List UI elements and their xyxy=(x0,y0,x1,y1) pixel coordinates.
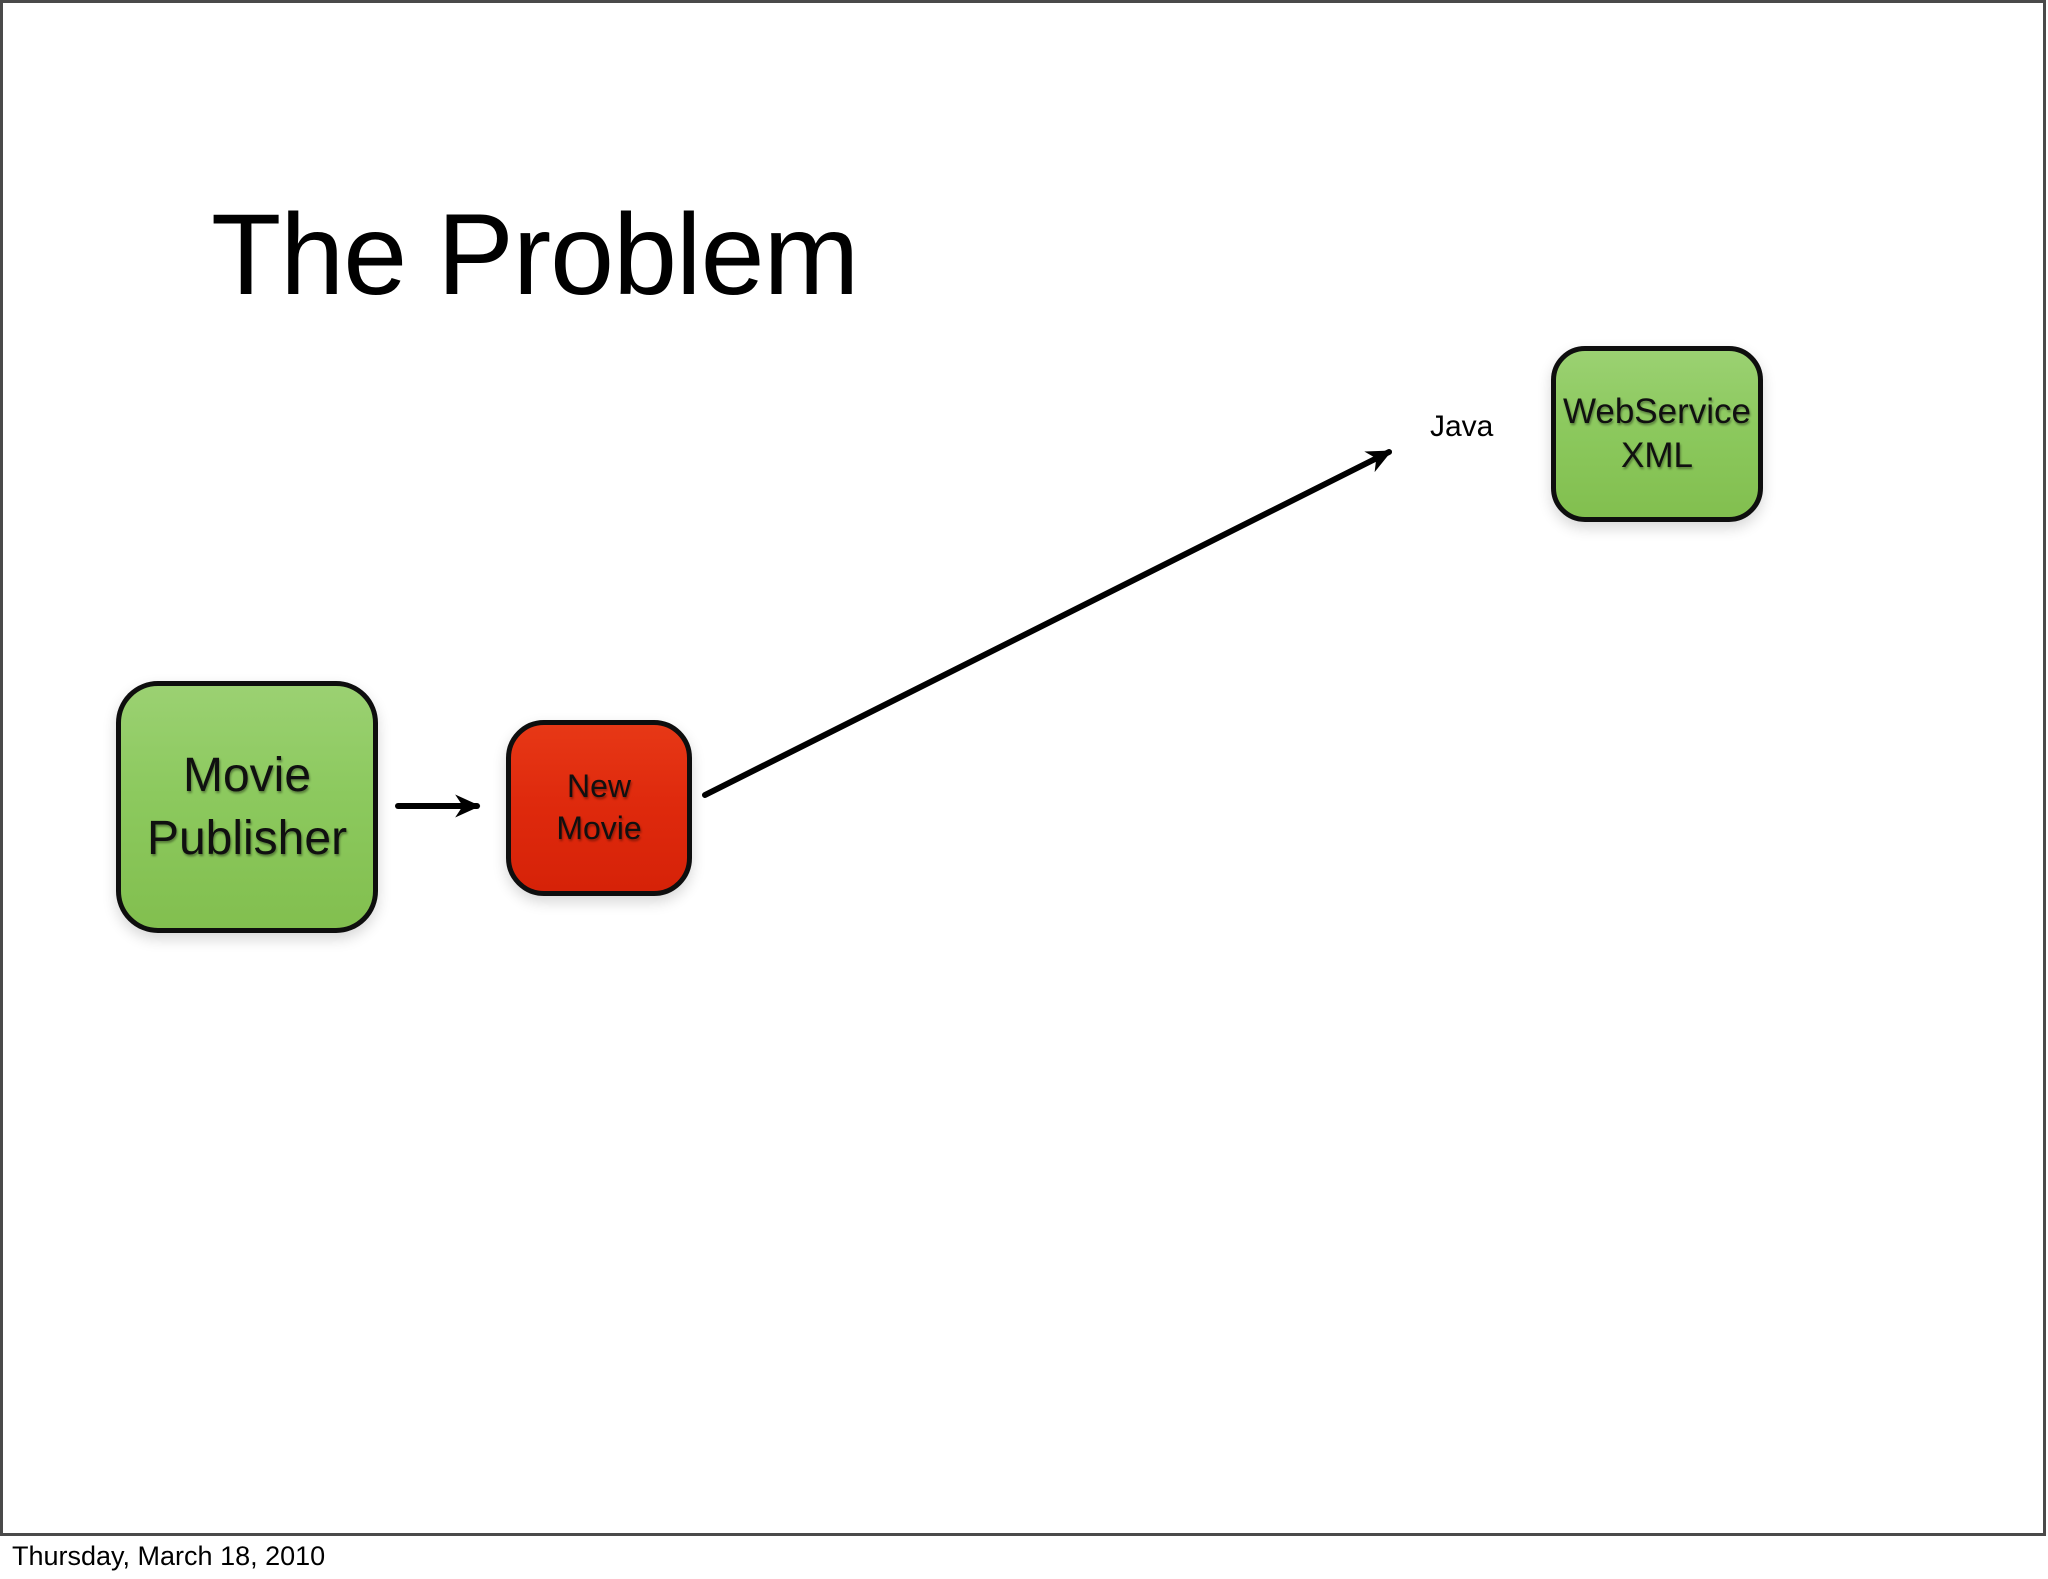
node-new-movie-line1: New xyxy=(566,768,631,805)
slide-title: The Problem xyxy=(211,191,859,319)
node-webservice-xml: WebService XML xyxy=(1551,346,1763,522)
slide-canvas: The Problem Movie Publisher New Movie We… xyxy=(0,0,2046,1536)
node-movie-publisher-line2: Publisher xyxy=(146,812,348,865)
slide-footer-date: Thursday, March 18, 2010 xyxy=(12,1541,326,1571)
node-webservice-xml-line2: XML xyxy=(1621,436,1693,475)
node-movie-publisher-line1: Movie xyxy=(182,748,312,802)
node-new-movie: New Movie xyxy=(506,720,692,896)
label-java: Java xyxy=(1430,410,1494,443)
node-webservice-xml-line1: WebService xyxy=(1562,391,1752,431)
node-new-movie-line2: Movie xyxy=(556,810,642,846)
arrow-newmovie-to-java xyxy=(702,449,1393,798)
node-movie-publisher: Movie Publisher xyxy=(116,681,378,933)
